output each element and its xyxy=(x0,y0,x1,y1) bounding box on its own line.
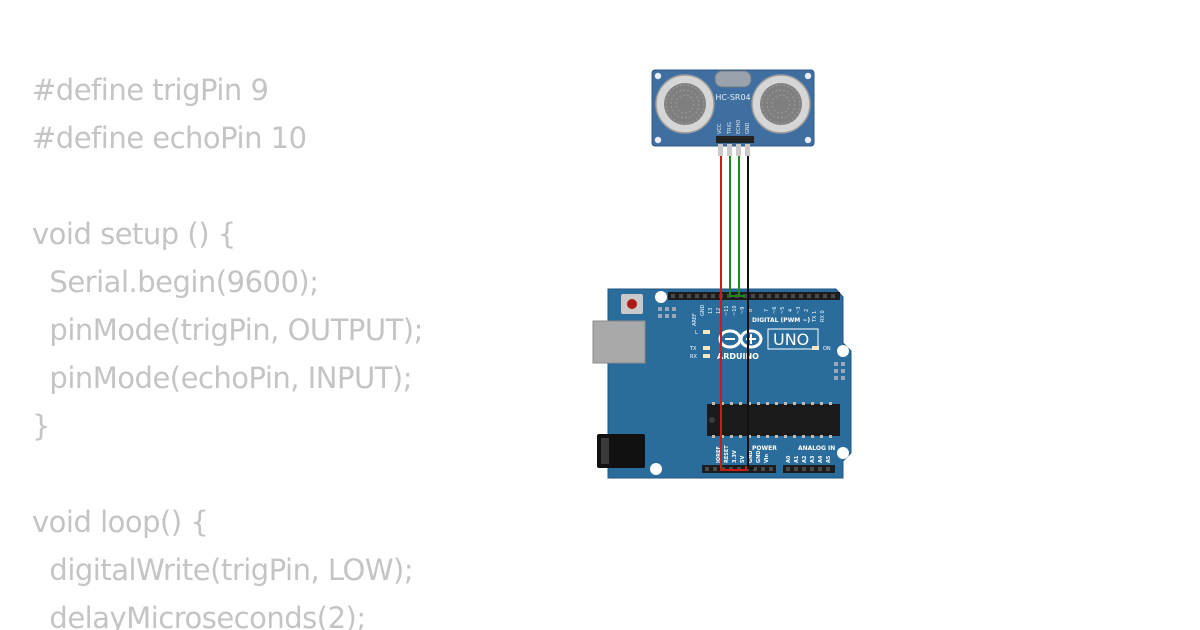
power-header-label: POWER xyxy=(752,445,777,452)
mount-hole xyxy=(654,72,662,80)
arduino-logo-icon xyxy=(718,329,763,349)
sensor-pin-echo[interactable] xyxy=(736,144,741,156)
ultrasonic-sensor[interactable]: HC-SR04 VCC TRIG ECHO GND xyxy=(651,69,815,156)
pin-label-gnd: GND xyxy=(748,451,754,463)
pin-label-3: ~3 xyxy=(796,307,802,314)
code-line: delayMicroseconds(2); xyxy=(32,601,366,630)
pin-label-a1: A1 xyxy=(794,455,800,463)
led-l xyxy=(703,330,710,334)
mount-hole xyxy=(837,345,849,357)
code-line: } xyxy=(32,409,50,443)
pin-label-tx1: TX 1 xyxy=(812,311,818,323)
pin-label-3v3: 3.3V xyxy=(732,450,738,463)
board-brand-label: ARDUINO xyxy=(717,352,759,361)
sensor-pin-vcc[interactable] xyxy=(718,144,723,156)
transducer-right xyxy=(751,74,811,134)
wire-trig-pin9[interactable] xyxy=(729,156,737,297)
led-on xyxy=(812,346,819,350)
pin-label-vin: Vin xyxy=(764,454,770,463)
code-line: void loop() { xyxy=(32,505,209,539)
microcontroller-chip xyxy=(707,402,840,438)
mount-hole xyxy=(650,463,662,475)
usb-connector xyxy=(592,320,646,364)
code-line: digitalWrite(trigPin, LOW); xyxy=(32,553,414,587)
code-editor[interactable]: #define trigPin 9 #define echoPin 10 voi… xyxy=(32,66,552,630)
pin-label-vcc: VCC xyxy=(717,123,723,134)
pin-label-8: 8 xyxy=(748,309,754,312)
icsp-header-left xyxy=(658,307,676,318)
mount-hole xyxy=(804,72,812,80)
mount-hole xyxy=(654,136,662,144)
pin-label-aref: AREF xyxy=(692,313,698,326)
pin-label-reset: RESET xyxy=(724,445,730,463)
pin-label-a3: A3 xyxy=(810,455,816,463)
pin-label-rx0: RX 0 xyxy=(820,310,826,322)
pin-label-a2: A2 xyxy=(802,455,808,463)
pin-label-a5: A5 xyxy=(826,455,832,463)
pin-label-10: ~10 xyxy=(732,305,738,316)
code-line: pinMode(trigPin, OUTPUT); xyxy=(32,313,423,347)
code-line: #define echoPin 10 xyxy=(32,121,307,155)
pin-label-9: ~9 xyxy=(740,307,746,314)
pin-label-gnd: GND xyxy=(756,451,762,463)
analog-header[interactable] xyxy=(783,465,835,473)
pin-label-trig: TRIG xyxy=(727,122,733,135)
pin-label-a0: A0 xyxy=(786,455,792,463)
sensor-pin-gnd[interactable] xyxy=(745,144,750,156)
transducer-left xyxy=(655,74,715,134)
code-line: Serial.begin(9600); xyxy=(32,265,319,299)
sensor-model-label: HC-SR04 xyxy=(715,93,750,102)
pin-label-13: 13 xyxy=(708,308,714,314)
led-rx-label: RX xyxy=(690,354,697,360)
led-rx xyxy=(703,354,710,358)
pin-label-6: ~6 xyxy=(772,307,778,314)
led-on-label: ON xyxy=(823,346,831,352)
pin-label-7: 7 xyxy=(764,309,770,312)
pin-label-ioref: IOREF xyxy=(716,446,722,463)
wire-echo-pin10[interactable] xyxy=(738,156,745,297)
pin-label-5: ~5 xyxy=(780,307,786,314)
mount-hole xyxy=(804,136,812,144)
pin-label-gnd: GND xyxy=(700,304,706,316)
sensor-pin-trig[interactable] xyxy=(727,144,732,156)
crystal-oscillator xyxy=(714,70,752,88)
led-tx xyxy=(703,346,710,350)
wire-gnd[interactable] xyxy=(747,156,754,469)
mount-hole xyxy=(837,447,849,459)
mount-hole xyxy=(655,291,667,303)
icsp-header-right xyxy=(834,362,845,380)
pin-label-11: ~11 xyxy=(724,305,730,316)
pin-label-2: 2 xyxy=(804,309,810,312)
code-line: pinMode(echoPin, INPUT); xyxy=(32,361,413,395)
code-line: void setup () { xyxy=(32,217,236,251)
analog-header-label: ANALOG IN xyxy=(798,445,835,452)
pin-label-a4: A4 xyxy=(818,455,824,463)
pin-label-echo: ECHO xyxy=(736,120,742,134)
led-l-label: L xyxy=(695,330,698,336)
pin-label-12: 12 xyxy=(716,308,722,314)
pin-label-gnd: GND xyxy=(745,122,751,134)
board-model-label: UNO xyxy=(773,330,809,349)
led-tx-label: TX xyxy=(689,346,697,352)
code-line: #define trigPin 9 xyxy=(32,73,269,107)
digital-header-label: DIGITAL (PWM ~) xyxy=(752,317,810,324)
pin-label-4: 4 xyxy=(788,309,794,312)
arduino-uno-board[interactable]: AREF GND 13 12 ~11 ~10 ~9 8 7 ~6 ~5 4 ~3… xyxy=(592,288,852,479)
wire-vcc-5v[interactable] xyxy=(720,156,747,471)
pin-label-5v: 5V xyxy=(740,456,746,463)
